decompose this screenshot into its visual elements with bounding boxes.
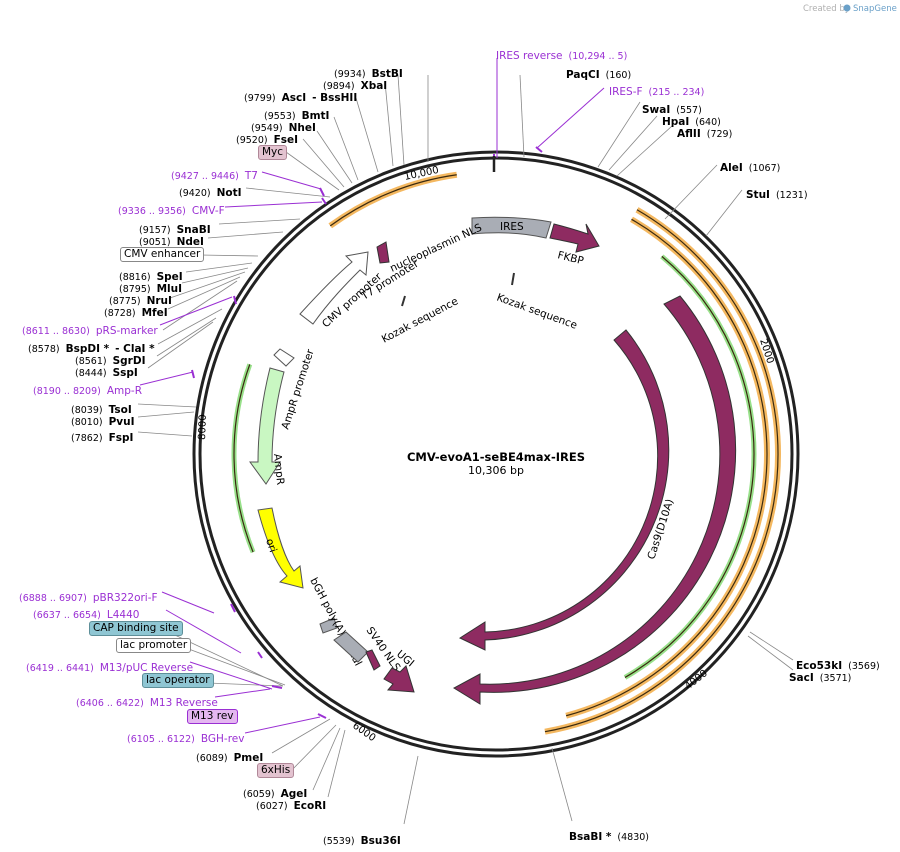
site-sspi[interactable]: (8444)SspI <box>75 367 138 379</box>
fkbp-label: FKBP <box>556 249 585 267</box>
ori-feature[interactable] <box>257 507 304 589</box>
ori-label: ori <box>263 537 279 554</box>
orange-track-top[interactable] <box>328 171 458 229</box>
bgh-feature[interactable] <box>319 617 338 634</box>
site-eco53ki[interactable]: Eco53kI(3569) <box>796 660 880 672</box>
ugi-feature[interactable] <box>383 665 415 693</box>
kozak-label-2: Kozak sequence <box>495 292 579 332</box>
primer-marks <box>191 146 543 719</box>
feature-label-6xhis[interactable]: 6xHis <box>257 763 295 778</box>
site-noti[interactable]: (9420)NotI <box>179 187 242 199</box>
green-track-left-core <box>233 364 254 553</box>
site-saci[interactable]: SacI(3571) <box>789 672 852 684</box>
snapgene-logo-icon <box>843 4 851 12</box>
site-bstbi[interactable]: (9934)BstBI <box>334 68 403 80</box>
site-nrui[interactable]: (8775)NruI <box>109 295 172 307</box>
site-bsabi[interactable]: BsaBI *(4830) <box>569 831 649 843</box>
primer-m13-puc-reverse[interactable]: (6419 .. 6441)M13/pUC Reverse <box>26 662 194 674</box>
backbone-inner <box>198 156 794 752</box>
cas9-arc-feature[interactable] <box>452 295 737 705</box>
primer-prs-marker[interactable]: (8611 .. 8630)pRS-marker <box>22 325 158 337</box>
fkbp-feature[interactable] <box>549 223 600 253</box>
feature-label-lac-operator[interactable]: lac operator <box>142 673 214 688</box>
kozak-tick-2 <box>511 272 515 286</box>
primer-ires-f[interactable]: IRES-F(215 .. 234) <box>609 86 705 98</box>
site-hpai[interactable]: HpaI(640) <box>662 116 721 128</box>
tick-8000: 8000 <box>197 414 209 440</box>
primer-amp-r[interactable]: (8190 .. 8209)Amp-R <box>33 385 143 397</box>
site-agei[interactable]: (6059)AgeI <box>243 788 308 800</box>
ires-feature[interactable] <box>471 216 552 239</box>
site-bspdi[interactable]: (8578)BspDI *- ClaI * <box>28 343 155 355</box>
site-paqci[interactable]: PaqCI(160) <box>566 69 632 81</box>
nls-feature[interactable] <box>376 241 390 264</box>
kozak-label-1: Kozak sequence <box>380 295 460 345</box>
primer-ires-reverse[interactable]: IRES reverse(10,294 .. 5) <box>496 50 628 62</box>
sv40-label: SV40 NLS <box>364 625 403 674</box>
feature-label-lac-promoter[interactable]: lac promoter <box>116 638 192 653</box>
feature-arcs <box>231 171 781 735</box>
primer-lines <box>139 58 605 734</box>
site-nhei[interactable]: (9549)NheI <box>251 122 316 134</box>
cas9-d10a-feature[interactable] <box>458 329 670 651</box>
orange-track-right-inner-core <box>565 218 768 717</box>
site-ndei[interactable]: (9051)NdeI <box>139 236 204 248</box>
feature-label-m13-rev[interactable]: M13 rev <box>187 709 238 724</box>
plasmid-length: 10,306 bp <box>468 464 524 477</box>
site-asci[interactable]: (9799)AscI- BssHII <box>244 92 358 104</box>
site-fsei[interactable]: (9520)FseI <box>236 134 299 146</box>
credit-prefix: Created by <box>803 4 850 14</box>
primer-cmv-f[interactable]: (9336 .. 9356)CMV-F <box>118 205 225 217</box>
ampr-label: AmpR <box>271 453 286 485</box>
site-aflii[interactable]: AflII(729) <box>677 128 733 140</box>
feature-label-myc[interactable]: Myc <box>258 145 288 160</box>
ampr-feature[interactable] <box>249 367 285 485</box>
site-bmti[interactable]: (9553)BmtI <box>264 110 330 122</box>
site-mfei[interactable]: (8728)MfeI <box>104 307 168 319</box>
site-pmei[interactable]: (6089)PmeI <box>196 752 264 764</box>
site-xbai[interactable]: (9894)XbaI <box>323 80 388 92</box>
credit-brand: SnapGene <box>853 4 897 14</box>
feature-label-cap-binding-site[interactable]: CAP binding site <box>89 621 183 636</box>
primer-bgh-rev[interactable]: (6105 .. 6122)BGH-rev <box>127 733 245 745</box>
site-sgrdi[interactable]: (8561)SgrDI <box>75 355 146 367</box>
site-fspi[interactable]: (7862)FspI <box>71 432 134 444</box>
primer-pbr322ori-f[interactable]: (6888 .. 6907)pBR322ori-F <box>19 592 158 604</box>
site-bsu36i[interactable]: (5539)Bsu36I <box>323 835 401 847</box>
site-pvui[interactable]: (8010)PvuI <box>71 416 135 428</box>
primer-l4440[interactable]: (6637 .. 6654)L4440 <box>33 609 140 621</box>
primer-m13-reverse[interactable]: (6406 .. 6422)M13 Reverse <box>76 697 218 709</box>
plasmid-name: CMV-evoA1-seBE4max-IRES <box>407 450 585 464</box>
site-ecori[interactable]: (6027)EcoRI <box>256 800 327 812</box>
site-mlui[interactable]: (8795)MluI <box>119 283 183 295</box>
site-tsoi[interactable]: (8039)TsoI <box>71 404 132 416</box>
site-spei[interactable]: (8816)SpeI <box>119 271 183 283</box>
feature-label-cmv-enhancer[interactable]: CMV enhancer <box>120 247 205 262</box>
ampr-promoter-arrow-icon <box>273 348 295 367</box>
orange-track-top-core <box>329 174 457 227</box>
site-alei[interactable]: AleI(1067) <box>720 162 781 174</box>
backbone-outer <box>192 150 800 758</box>
leader-lines <box>137 74 794 825</box>
primer-t7[interactable]: (9427 .. 9446)T7 <box>171 170 258 182</box>
kozak-tick-1 <box>401 295 406 307</box>
site-swai[interactable]: SwaI(557) <box>642 104 702 116</box>
green-track-right-core <box>624 255 755 678</box>
ires-label: IRES <box>500 221 524 233</box>
ugi-small-feature <box>365 649 381 671</box>
site-snabi[interactable]: (9157)SnaBI <box>139 224 211 236</box>
cmv-promoter-feature[interactable] <box>299 251 369 325</box>
site-stui[interactable]: StuI(1231) <box>746 189 808 201</box>
orange-track-right-core <box>544 209 779 733</box>
